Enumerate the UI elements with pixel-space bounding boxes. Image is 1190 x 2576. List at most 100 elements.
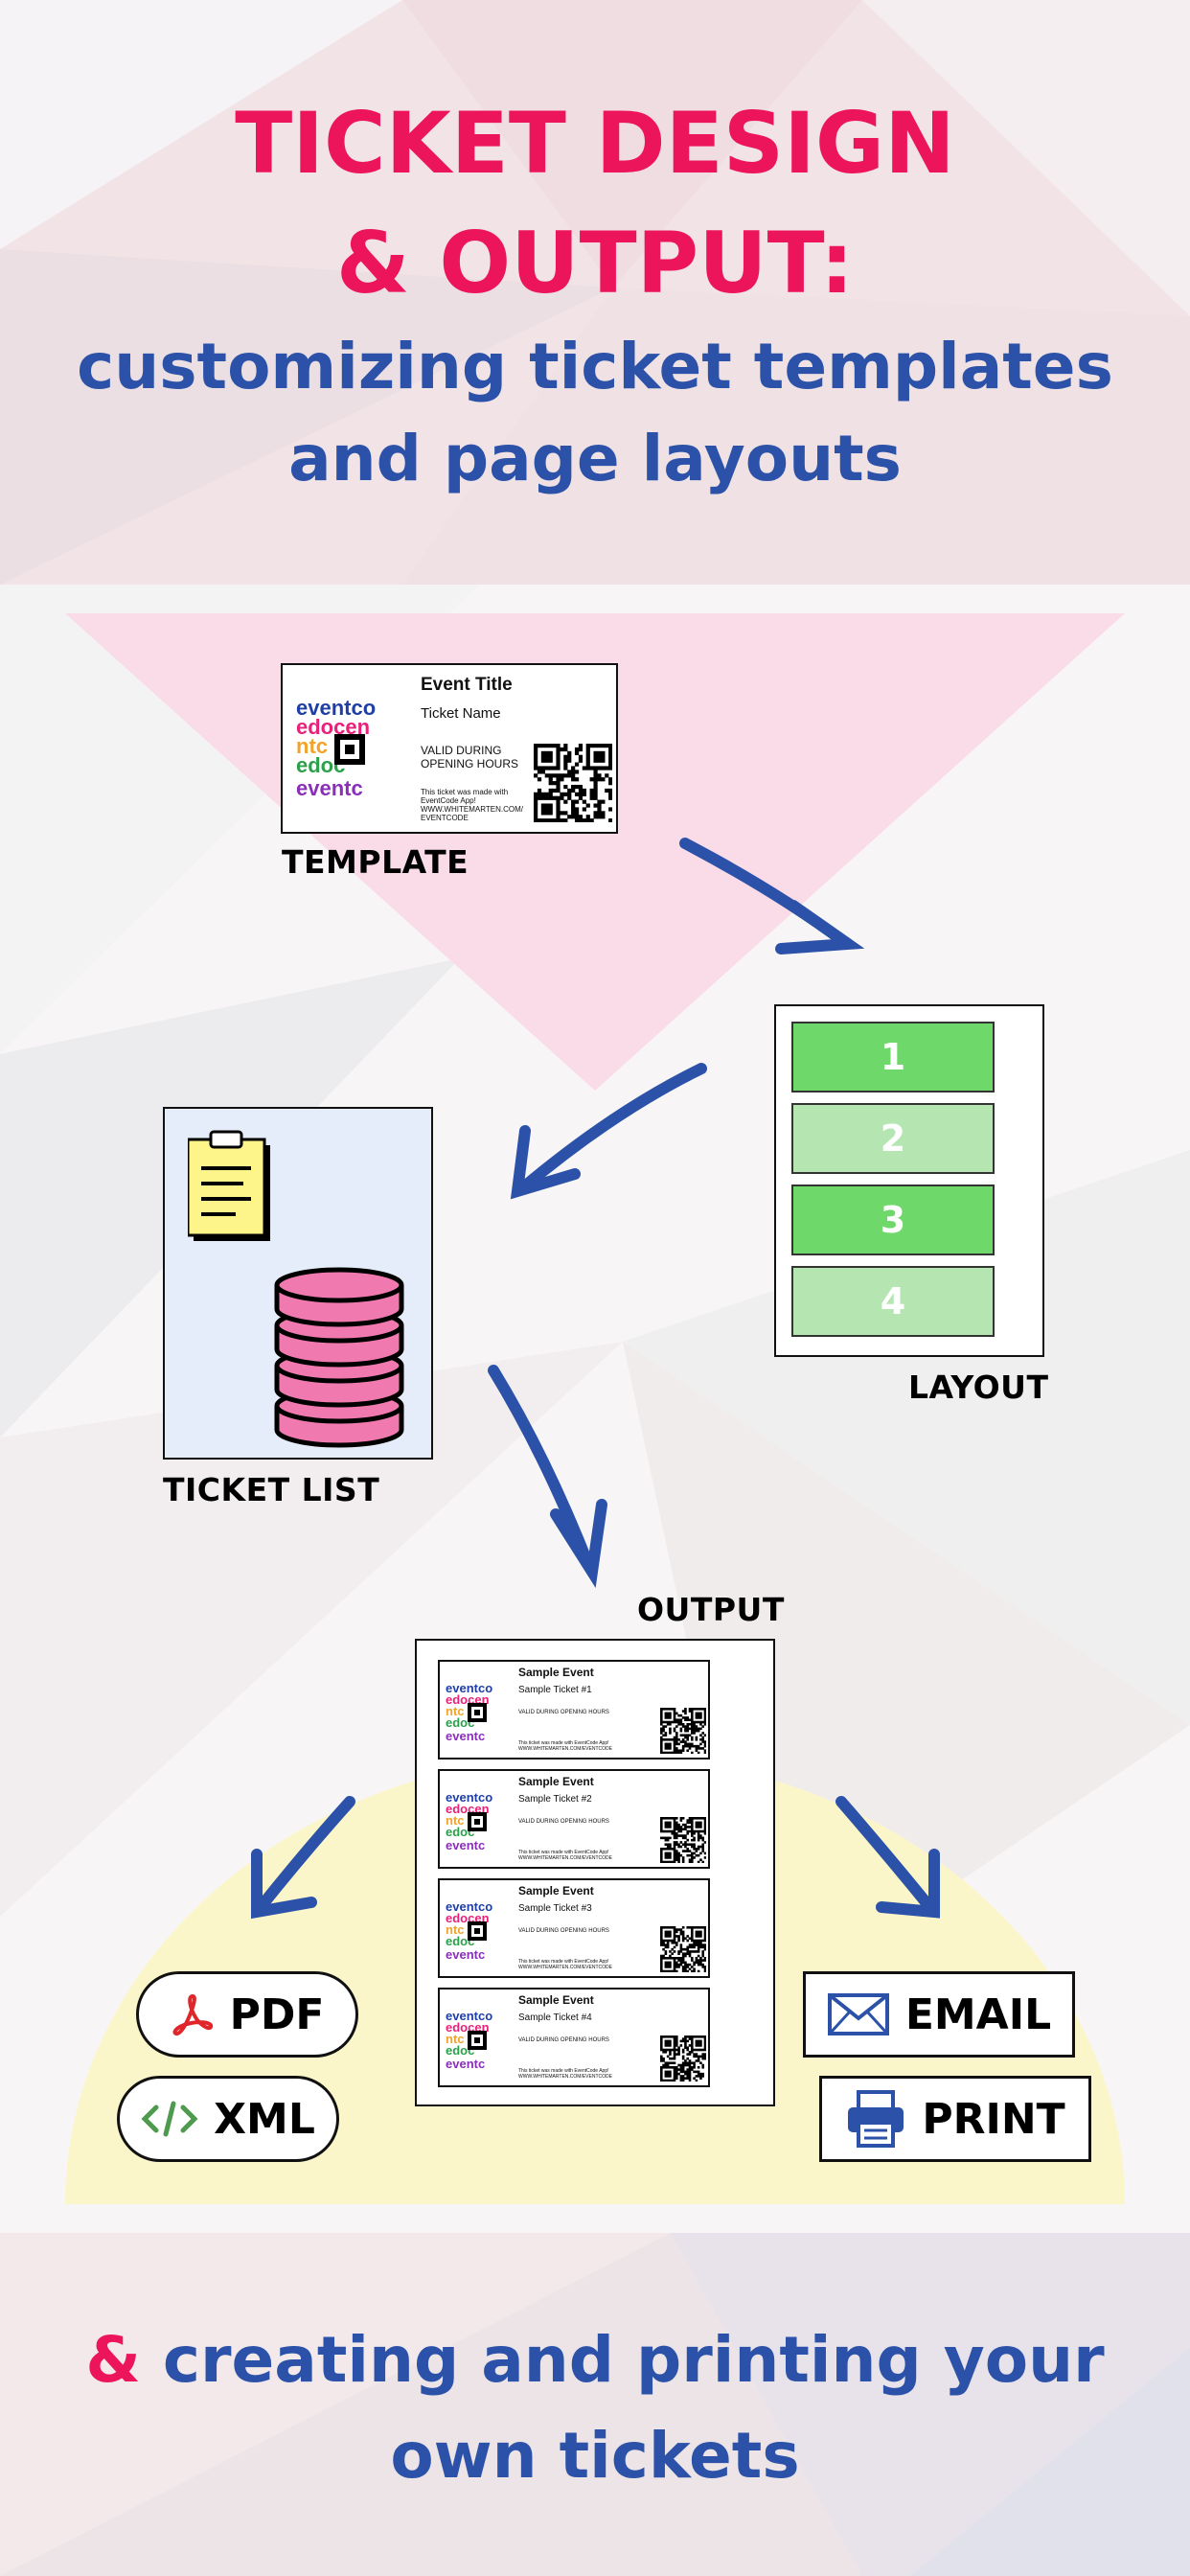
code-icon	[141, 2101, 198, 2137]
pdf-button[interactable]: PDF	[136, 1971, 358, 2058]
ticket-footer-line-1: This ticket was made with EventCode App!	[518, 2068, 609, 2074]
acrobat-icon	[172, 1993, 213, 2036]
svg-text:eventco: eventco	[446, 1790, 492, 1805]
qr-code-icon	[660, 2036, 706, 2082]
svg-text:edoc: edoc	[446, 2043, 474, 2058]
ticket-footer-line-2: WWW.WHITEMARTEN.COM/EVENTCODE	[518, 2074, 612, 2080]
layout-page: 1 2 3 4	[774, 1004, 1044, 1357]
ticket-name: Sample Ticket #1	[518, 1685, 592, 1695]
subtitle-line-1: customizing ticket templates	[77, 330, 1113, 403]
ticket-list-panel	[163, 1107, 433, 1460]
footer-line-1: & creating and printing your	[0, 2319, 1190, 2402]
xml-button[interactable]: XML	[117, 2076, 339, 2162]
qr-code-icon	[660, 1817, 706, 1863]
svg-text:edoc: edoc	[446, 1934, 474, 1948]
svg-text:eventco: eventco	[296, 696, 376, 720]
ticket-title: Event Title	[421, 675, 513, 695]
ticket-valid: VALID DURING OPENING HOURS	[518, 2037, 609, 2043]
ticket-valid: VALID DURING OPENING HOURS	[421, 744, 518, 770]
ticket-footer-line-2: WWW.WHITEMARTEN.COM/EVENTCODE	[518, 1746, 612, 1752]
title-line-2: & OUTPUT:	[335, 214, 855, 312]
print-label: PRINT	[922, 2094, 1065, 2144]
footer-text-1: creating and printing your	[162, 2323, 1105, 2397]
ticket-footer: This ticket was made with EventCode App!…	[518, 1959, 612, 1970]
ticket-name: Sample Ticket #4	[518, 2012, 592, 2023]
ticket-footer: This ticket was made with EventCode App!…	[518, 2068, 612, 2080]
ticket-valid-line-1: VALID DURING	[421, 744, 502, 757]
output-label: OUTPUT	[637, 1591, 785, 1628]
arrows	[251, 838, 940, 1920]
layout-slot-4: 4	[791, 1266, 995, 1337]
svg-text:eventc: eventc	[296, 776, 363, 800]
footer-ampersand: &	[85, 2323, 141, 2397]
ticket-footer-line-1: This ticket was made with EventCode App!	[518, 1850, 609, 1855]
template-label: TEMPLATE	[282, 843, 469, 881]
ticket-footer-line-3: WWW.WHITEMARTEN.COM/	[421, 805, 523, 814]
ticket-footer: This ticket was made with EventCode App!…	[518, 1740, 612, 1752]
svg-text:ntc: ntc	[446, 1813, 465, 1828]
ticket-footer: This ticket was made with EventCode App!…	[518, 1850, 612, 1861]
layout-slot-1: 1	[791, 1022, 995, 1092]
layout-slot-2: 2	[791, 1103, 995, 1174]
svg-text:eventc: eventc	[446, 1838, 485, 1852]
ticket-footer-line-2: EventCode App!	[421, 796, 476, 805]
title-line-1: TICKET DESIGN	[235, 94, 955, 193]
ticket-footer-line-2: WWW.WHITEMARTEN.COM/EVENTCODE	[518, 1965, 612, 1970]
ticket-title: Sample Event	[518, 1884, 594, 1898]
printer-icon	[848, 2090, 904, 2148]
svg-text:eventc: eventc	[446, 1729, 485, 1743]
ticket-valid-line-2: OPENING HOURS	[421, 757, 519, 770]
svg-text:ntc: ntc	[446, 2032, 465, 2046]
clipboard-icon	[188, 1130, 270, 1241]
template-ticket: eventco edocen ntc edoc eventc Event Tit…	[281, 663, 618, 834]
layout-slot-3: 3	[791, 1184, 995, 1255]
svg-text:ntc: ntc	[446, 1704, 465, 1718]
svg-text:edoc: edoc	[446, 1715, 474, 1730]
envelope-icon	[827, 1993, 889, 2036]
email-label: EMAIL	[904, 1990, 1052, 2039]
subtitle-line-2: and page layouts	[288, 422, 902, 495]
xml-label: XML	[214, 2094, 315, 2144]
ticket-footer: This ticket was made with EventCode App!…	[421, 788, 523, 822]
svg-text:eventc: eventc	[446, 2057, 485, 2071]
ticket-footer-line-1: This ticket was made with EventCode App!	[518, 1959, 609, 1965]
svg-text:ntc: ntc	[446, 1922, 465, 1937]
qr-code-icon	[660, 1708, 706, 1754]
ticket-valid: VALID DURING OPENING HOURS	[518, 1710, 609, 1715]
qr-code-icon	[534, 744, 612, 822]
ticket-footer-line-1: This ticket was made with	[421, 788, 509, 796]
pdf-label: PDF	[229, 1990, 325, 2039]
qr-code-icon	[660, 1926, 706, 1972]
ticket-title: Sample Event	[518, 1775, 594, 1788]
svg-text:ntc: ntc	[296, 734, 328, 758]
ticket-name: Sample Ticket #2	[518, 1794, 592, 1805]
ticket-valid: VALID DURING OPENING HOURS	[518, 1819, 609, 1825]
ticket-valid: VALID DURING OPENING HOURS	[518, 1928, 609, 1934]
footer-line-2: own tickets	[390, 2419, 800, 2493]
ticket-footer-line-1: This ticket was made with EventCode App!	[518, 1740, 609, 1746]
svg-text:eventco: eventco	[446, 2009, 492, 2023]
ticket-title: Sample Event	[518, 1666, 594, 1679]
svg-text:eventco: eventco	[446, 1681, 492, 1695]
svg-text:edoc: edoc	[446, 1825, 474, 1839]
svg-text:eventc: eventc	[446, 1947, 485, 1962]
ticket-name: Ticket Name	[421, 705, 501, 722]
ticket-footer-line-2: WWW.WHITEMARTEN.COM/EVENTCODE	[518, 1855, 612, 1861]
ticket-list-label: TICKET LIST	[163, 1471, 380, 1508]
ticket-name: Sample Ticket #3	[518, 1903, 592, 1914]
eventcode-logo: eventco edocen ntc edoc eventc	[296, 696, 403, 803]
ticket-footer-line-4: EVENTCODE	[421, 814, 469, 822]
database-icon	[274, 1267, 404, 1448]
print-button[interactable]: PRINT	[819, 2076, 1091, 2162]
email-button[interactable]: EMAIL	[803, 1971, 1075, 2058]
ticket-title: Sample Event	[518, 1993, 594, 2007]
